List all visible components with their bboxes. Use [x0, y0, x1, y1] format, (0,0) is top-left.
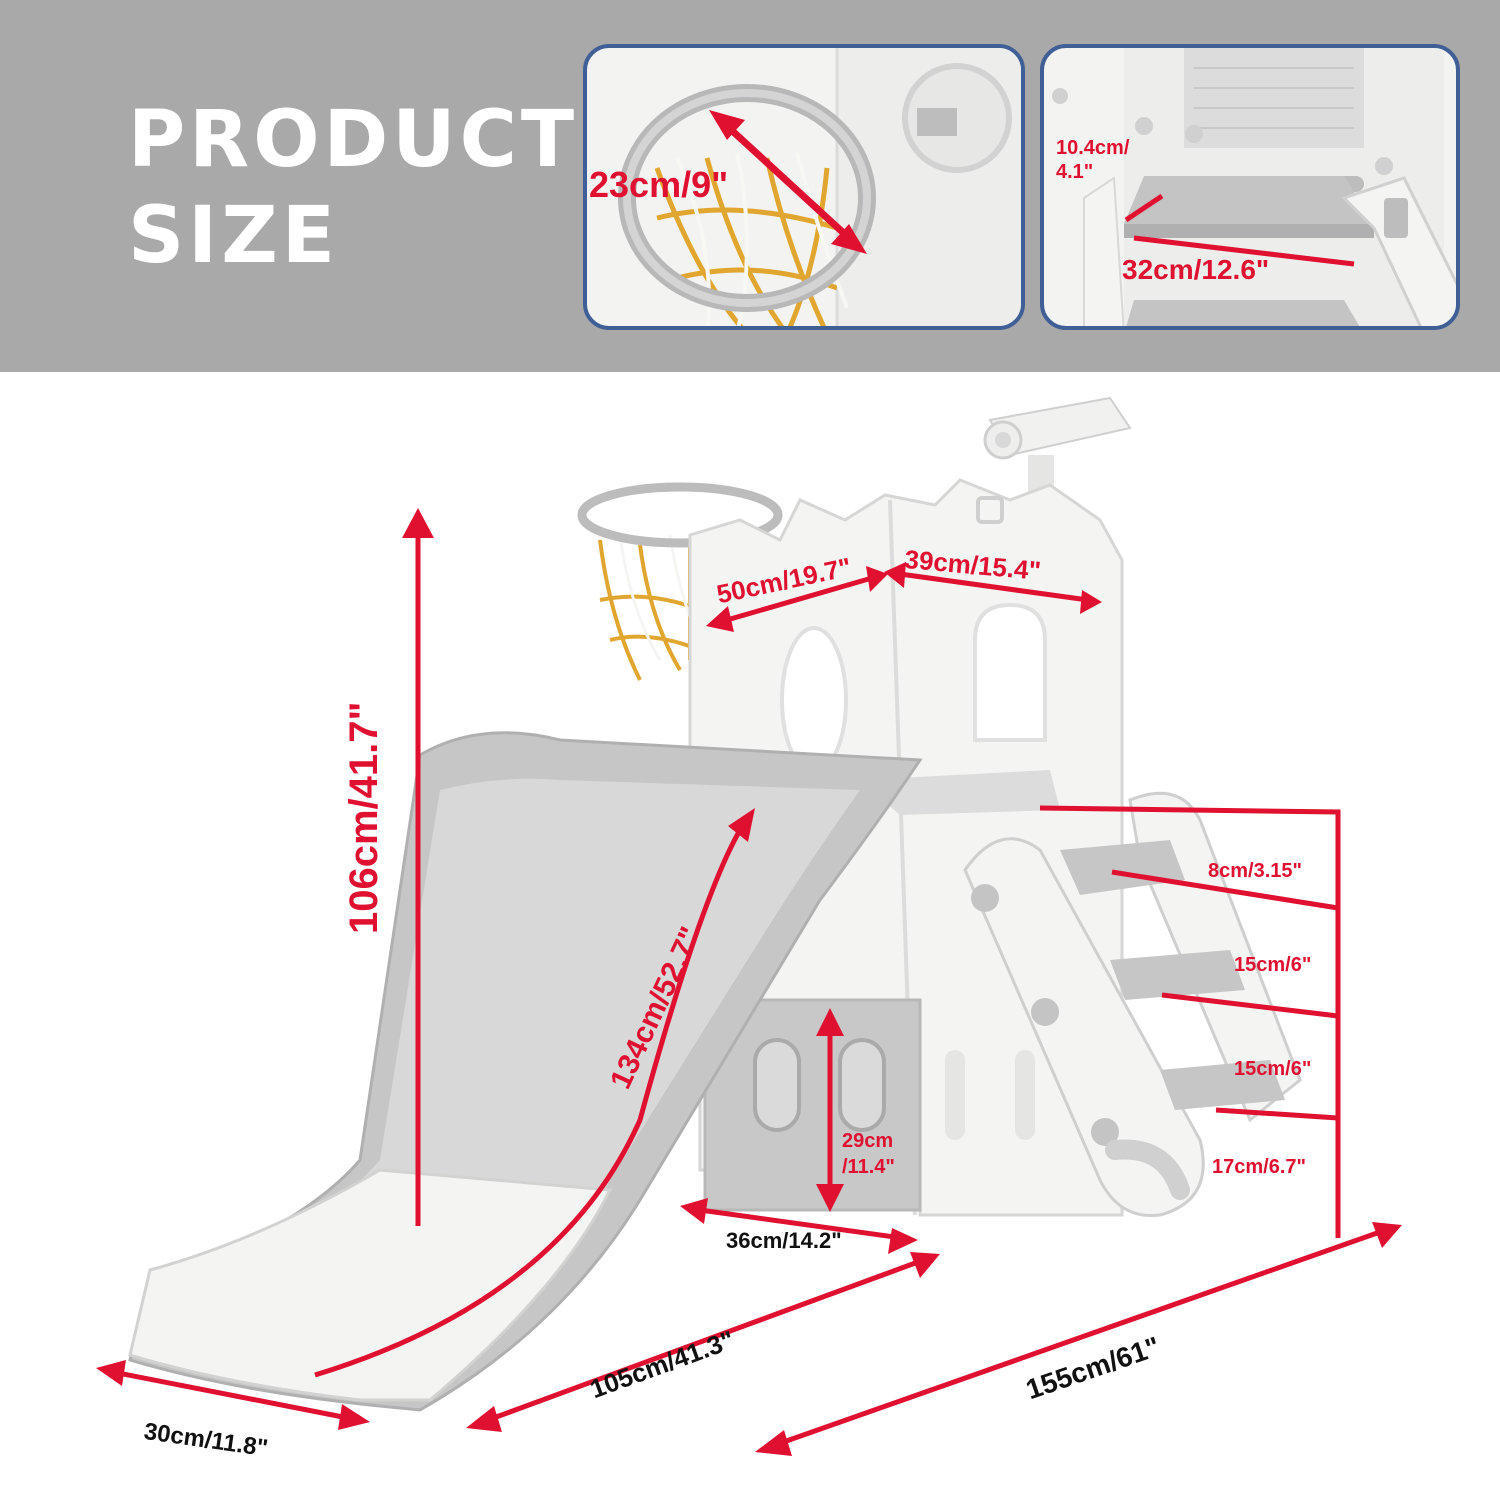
hoop-detail-inset: 23cm/9": [583, 44, 1025, 330]
hoop-illustration: [618, 48, 1021, 326]
height-label: 106cm/41.7": [342, 701, 386, 934]
underside-height-label: 29cm /11.4": [842, 1128, 895, 1180]
step-depth-label: 10.4cm/ 4.1": [1056, 136, 1129, 184]
ladder: [963, 791, 1302, 1218]
step-gap-bottom-label: 17cm/6.7": [1212, 1156, 1306, 1178]
page-title-line-2: SIZE: [128, 191, 340, 281]
step-depth-label-line-2: 4.1": [1056, 161, 1094, 183]
underside-height-label-line-1: 29cm: [842, 1130, 894, 1152]
play-tower: [688, 478, 1124, 1217]
step-depth-label-line-1: 10.4cm/: [1056, 137, 1130, 159]
dimension-arrowheads: [96, 508, 1402, 1456]
step-detail-inset: 10.4cm/ 4.1" 32cm/12.6": [1040, 44, 1460, 330]
dimension-lines: [117, 530, 1381, 1448]
page-title: PRODUCT SIZE: [128, 92, 578, 284]
slide: [128, 731, 923, 1412]
step-width-label: 32cm/12.6": [1122, 254, 1270, 285]
step-gap-middle-1-label: 15cm/6": [1234, 954, 1312, 976]
product-illustration: [96, 396, 1402, 1456]
hoop-diameter-label: 23cm/9": [589, 164, 729, 205]
step-gap-top-label: 8cm/3.15": [1208, 860, 1302, 882]
underside-width-label: 36cm/14.2": [726, 1228, 842, 1253]
page-title-line-1: PRODUCT: [128, 95, 579, 185]
underside-height-label-line-2: /11.4": [842, 1156, 895, 1178]
step-illustration: [1052, 48, 1456, 326]
step-gap-middle-2-label: 15cm/6": [1234, 1058, 1312, 1080]
